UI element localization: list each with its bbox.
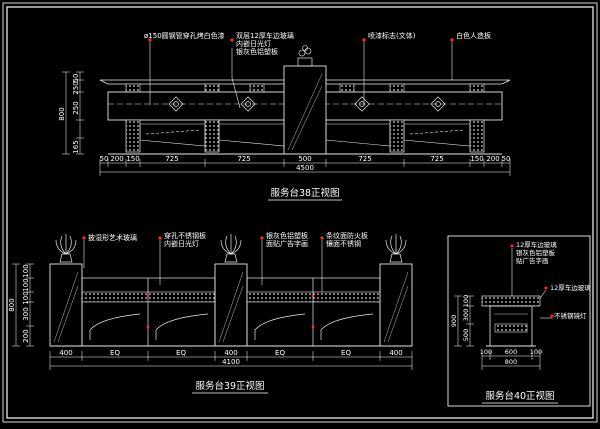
inner-frame [6, 6, 594, 419]
view-title-39: 服务台39正视图 [195, 380, 264, 392]
hdim-40-2: 600 [505, 348, 517, 356]
annotation-stainless-inlay: 镶面不锈钢 [326, 239, 361, 248]
hdim-39-1: 400 [59, 349, 72, 357]
annotation-ad-40: 贴广告字画 [516, 256, 549, 265]
leader-lines-39 [83, 240, 323, 300]
elevation-view-40[interactable]: 12厚车边玻璃 银灰色铝塑板 贴广告字画 12厚车边玻璃 不锈钢镜灯 100 3… [447, 235, 591, 407]
hdim-38-5: 725 [237, 155, 250, 163]
leader-lines-38 [149, 42, 453, 109]
annotation-perforated-steel: 穿孔不锈钢板 [164, 231, 206, 240]
annotation-glass-40: 12厚车边玻璃 [516, 240, 557, 249]
horizontal-dims-39 [49, 351, 413, 370]
vdim-39-2: 100 [22, 278, 30, 291]
hdim-39-6: EQ [341, 349, 351, 357]
vdim-39-5: 100 [22, 291, 30, 304]
lower-panels-38 [139, 123, 471, 147]
hdim-39-2: EQ [110, 349, 120, 357]
hdim-38-9: 150 [470, 155, 483, 163]
vdim-38-1: 50 [72, 74, 80, 83]
vertical-dims-40 [454, 295, 474, 347]
hdim-39-5: EQ [275, 349, 285, 357]
planters-39 [55, 234, 407, 263]
annotation-glass-top-40: 12厚车边玻璃 [550, 283, 591, 292]
perforated-top-40 [481, 295, 541, 307]
annotation-fireproof-board: 条纹面防火板 [326, 231, 368, 240]
annotation-steel-pipe: ø150圆钢管穿孔烤白色漆 [144, 31, 225, 40]
pillars-39 [49, 263, 413, 347]
hdim-38-10: 200 [486, 155, 499, 163]
leader-dots-39 [82, 236, 324, 240]
vdim-40-total: 900 [450, 315, 458, 327]
hdim-39-3: EQ [176, 349, 186, 357]
detail-frame-40 [447, 235, 591, 407]
counter-top-glass-38 [99, 79, 511, 85]
annotation-fluorescent-39: 内嵌日光灯 [164, 239, 199, 248]
leader-dots-40 [510, 244, 554, 318]
hdim-40-total: 800 [505, 358, 517, 366]
vdim-38-total: 800 [58, 107, 66, 120]
vertical-dims-39 [12, 263, 34, 347]
vdim-39-3: 300 [22, 307, 30, 320]
vdim-38-4: 165 [72, 140, 80, 153]
plant-icon [297, 45, 313, 67]
annotation-fluorescent: 内嵌日光灯 [236, 39, 271, 48]
vdim-38-2: 250 [72, 81, 80, 94]
hdim-38-6: 500 [298, 155, 311, 163]
annotation-aluminum-40: 银灰色铝塑板 [516, 248, 556, 257]
hdim-40-3: 100 [530, 348, 542, 356]
pillar-glass-lines-39 [53, 271, 409, 343]
hdim-38-8: 725 [430, 155, 443, 163]
vdim-38-3: 250 [72, 101, 80, 114]
vdim-39-1: 100 [22, 264, 30, 277]
hdim-38-4: 725 [165, 155, 178, 163]
elevation-view-39[interactable]: 披湿形艺术玻璃 穿孔不锈钢板 内嵌日光灯 银灰色铝塑板 面贴广告字画 条纹面防火… [8, 231, 413, 394]
hdim-39-4: 400 [224, 349, 237, 357]
vertical-dims-38 [62, 71, 84, 155]
view-title-38: 服务台38正视图 [270, 187, 339, 199]
perforated-mid-40 [494, 323, 528, 333]
hdim-38-3: 150 [126, 155, 139, 163]
annotation-art-glass: 披湿形艺术玻璃 [88, 233, 137, 242]
annotation-aluminum-panel: 银灰色铝塑板 [236, 47, 278, 56]
annotation-logo-paint: 喷漆标志(文体) [368, 31, 416, 40]
hdim-38-total: 4500 [296, 164, 314, 172]
leader-dots-38 [148, 38, 454, 42]
vdim-40-2: 300 [462, 309, 470, 321]
view-title-40: 服务台40正视图 [485, 390, 554, 402]
decor-motifs-38 [168, 96, 446, 112]
lower-columns-38 [125, 119, 485, 153]
vdim-40-3: 500 [462, 329, 470, 341]
hdim-39-7: 400 [389, 349, 402, 357]
annotation-aluminum-panel-39: 银灰色铝塑板 [266, 231, 308, 240]
elevation-view-38[interactable]: ø150圆钢管穿孔烤白色漆 双层12厚车边玻璃 内嵌日光灯 银灰色铝塑板 喷漆标… [58, 31, 511, 201]
annotation-ad-graphics: 面贴广告字画 [266, 239, 308, 248]
horizontal-dims-38 [99, 159, 511, 176]
outer-frame [2, 2, 598, 423]
hdim-38-1: 50 [100, 155, 109, 163]
annotation-double-glass: 双层12厚车边玻璃 [236, 31, 294, 40]
hdim-40-1: 100 [480, 348, 492, 356]
vdim-39-4: 200 [22, 329, 30, 342]
panel-fixings-39 [146, 294, 315, 329]
vdim-39-total: 800 [8, 298, 16, 311]
annotation-steel-light-40: 不锈钢镜灯 [554, 311, 587, 320]
hdim-38-7: 725 [358, 155, 371, 163]
horizontal-dims-40 [481, 351, 541, 370]
hdim-38-11: 50 [502, 155, 511, 163]
hdim-38-2: 200 [110, 155, 123, 163]
annotation-artificial-board: 白色人造板 [456, 31, 491, 40]
vdim-40-1: 100 [462, 295, 470, 307]
hdim-39-total: 4100 [222, 358, 240, 366]
